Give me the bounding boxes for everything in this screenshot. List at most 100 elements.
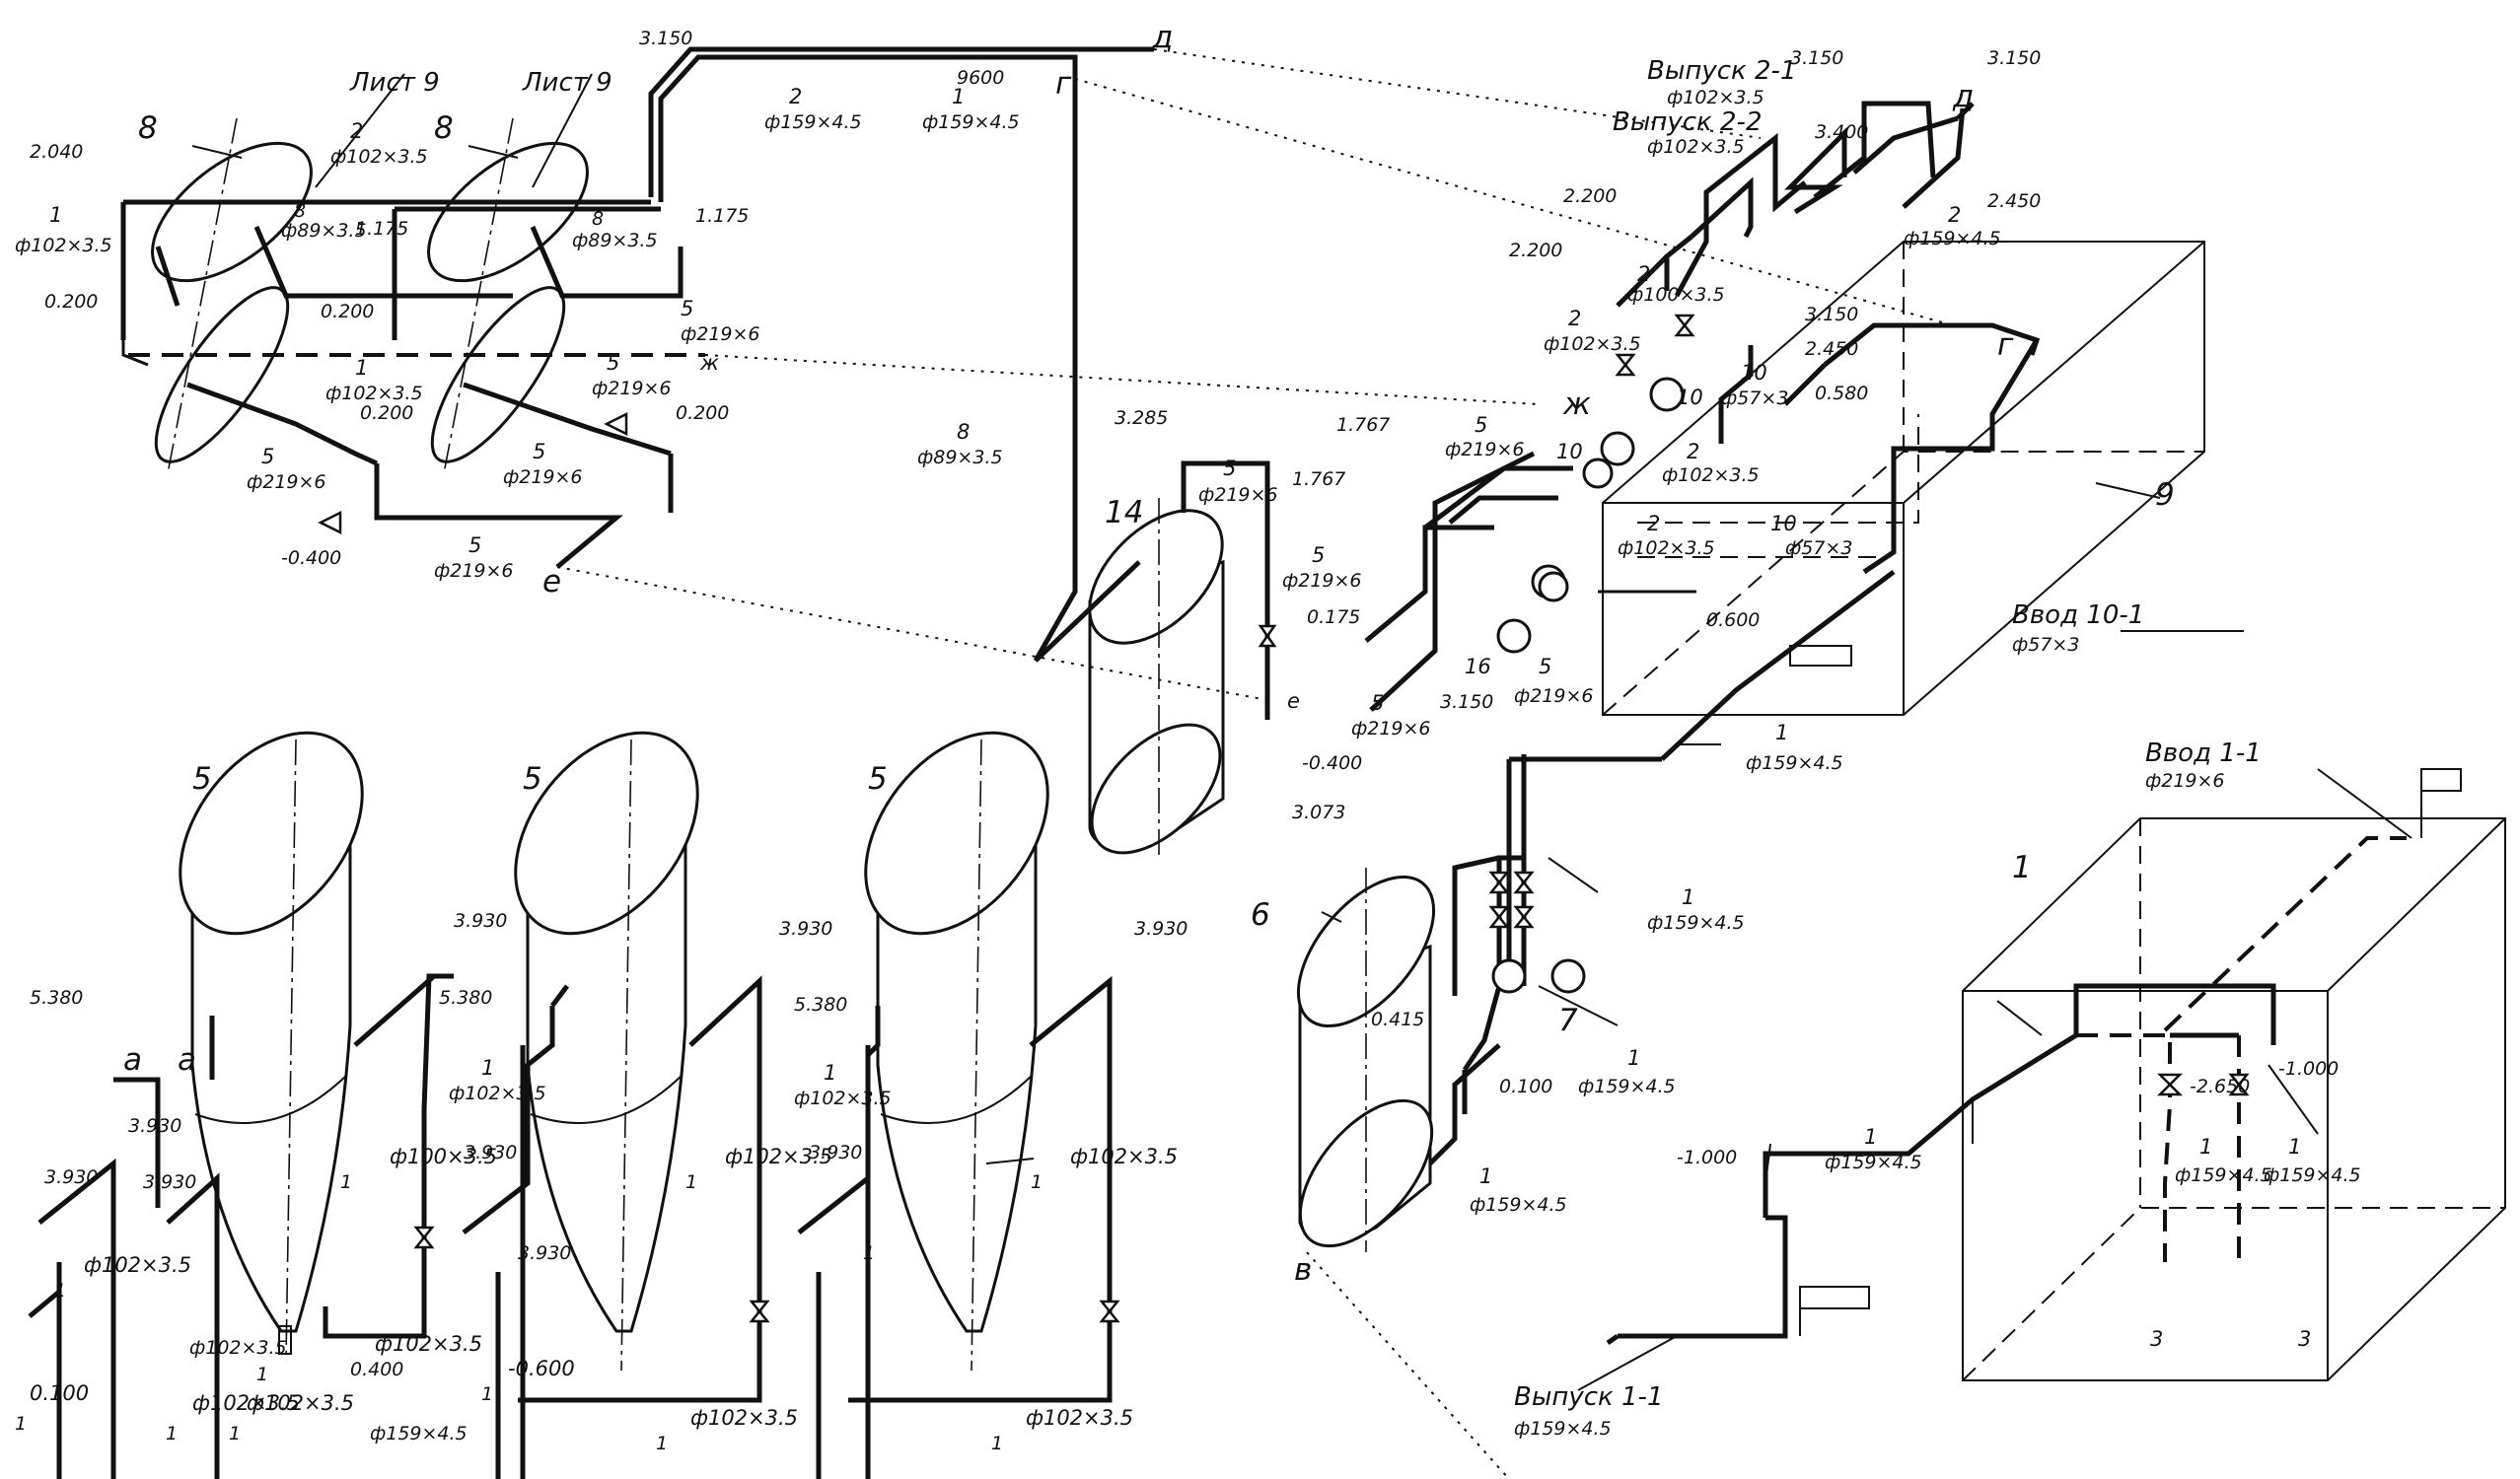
label: ф57×3 <box>1721 387 1788 409</box>
label: ф159×4.5 <box>1578 1076 1676 1097</box>
label: ф89×3.5 <box>917 447 1003 468</box>
label: ж <box>1562 387 1591 422</box>
label: 5.380 <box>439 987 492 1009</box>
label: ф159×4.5 <box>2264 1164 2361 1186</box>
label: -0.600 <box>508 1357 575 1380</box>
label: ф102×3.5 <box>189 1337 287 1359</box>
label: 3.150 <box>1440 691 1493 713</box>
label: -2.650 <box>2190 1076 2250 1097</box>
label: 3.930 <box>518 1242 571 1264</box>
label: е <box>1287 689 1300 713</box>
label: 1 <box>991 1433 1003 1454</box>
label: ф219×6 <box>1198 484 1278 506</box>
label: ф219×6 <box>1514 685 1594 707</box>
label: -0.400 <box>281 547 341 569</box>
label: -1.000 <box>2278 1058 2339 1080</box>
label: ф102×3.5 <box>1070 1145 1178 1168</box>
label: 2 <box>350 119 363 143</box>
vessel-14 <box>1088 498 1225 858</box>
label: Выпуск 2-1 <box>1647 56 1796 86</box>
room-box-1 <box>1962 817 2506 1381</box>
label: ф102×3.5 <box>1026 1406 1133 1430</box>
label: 0.200 <box>360 402 413 424</box>
label: 0.200 <box>44 291 98 313</box>
label: 1 <box>2012 850 2032 885</box>
label: 0.200 <box>321 301 374 322</box>
label: а <box>123 1042 142 1078</box>
label: Лист 9 <box>349 68 440 98</box>
label: 1 <box>952 85 965 108</box>
label: ф219×6 <box>1445 439 1525 460</box>
label: 8 <box>294 200 306 222</box>
label: 0.600 <box>1706 609 1760 631</box>
label: 2 <box>1637 262 1650 286</box>
label: 3.930 <box>143 1171 196 1193</box>
label: 2.200 <box>1563 185 1617 207</box>
label: ф159×4.5 <box>1647 912 1745 934</box>
label: ф159×4.5 <box>1825 1152 1922 1173</box>
label: 0.580 <box>1815 383 1868 404</box>
label: 0.400 <box>350 1359 403 1380</box>
label: 9600 <box>957 67 1004 89</box>
label: 5 <box>1539 655 1551 678</box>
label: 6 <box>1251 897 1270 933</box>
label: 1 <box>1775 721 1788 744</box>
label: 1.175 <box>355 218 408 240</box>
label: 5 <box>192 761 212 797</box>
label: ф102×3.5 <box>330 146 428 168</box>
label: 5 <box>607 351 619 375</box>
vessels <box>151 117 1436 1372</box>
label: 5 <box>533 440 545 463</box>
label: 2.200 <box>1509 240 1562 261</box>
label: ф102×3.5 <box>1544 333 1641 355</box>
label: 2 <box>1647 512 1660 535</box>
label: 3.930 <box>464 1142 517 1163</box>
label: 1 <box>1627 1046 1640 1070</box>
label: 1 <box>54 1280 66 1302</box>
label: 5 <box>1223 457 1236 480</box>
label: ф102×3.5 <box>192 1391 300 1415</box>
label: ф159×4.5 <box>1746 752 1843 774</box>
label: ф219×6 <box>1282 570 1362 592</box>
label: 9 <box>2155 477 2175 513</box>
label: ф159×4.5 <box>1470 1194 1567 1216</box>
vessel-8-right <box>427 117 589 474</box>
vessel-8-left <box>151 117 313 474</box>
vessel-5-2 <box>514 731 699 1372</box>
label: ф57×3 <box>1785 537 1852 559</box>
label: ф89×3.5 <box>572 230 658 251</box>
valves <box>318 314 2250 1323</box>
label: ф219×6 <box>592 378 672 399</box>
link-lines <box>556 48 1954 1479</box>
label: ж <box>699 351 719 375</box>
label: 3.930 <box>44 1166 98 1188</box>
label: 7 <box>1558 1003 1578 1038</box>
label: ф102×3.5 <box>725 1145 832 1168</box>
label: в <box>1294 1252 1312 1288</box>
label: 3.400 <box>1815 121 1868 143</box>
label: 2 <box>1687 440 1699 463</box>
label: 1 <box>481 1383 493 1405</box>
label: 1.175 <box>695 205 749 227</box>
label: ф159×4.5 <box>2175 1164 2272 1186</box>
label: 8 <box>138 110 158 146</box>
label: -1.000 <box>1677 1147 1737 1168</box>
label: ф100×3.5 <box>1627 284 1725 306</box>
label: 10 <box>1556 440 1583 463</box>
label: 8 <box>434 110 454 146</box>
label: ф219×6 <box>2145 770 2225 792</box>
label: ф102×3.5 <box>1662 464 1760 486</box>
label: ф102×3.5 <box>375 1332 482 1356</box>
label: 10 <box>1741 361 1767 385</box>
label: 1 <box>2288 1135 2301 1159</box>
label: 2 <box>789 85 802 108</box>
label: ф102×3.5 <box>449 1083 546 1104</box>
label: 3.073 <box>1292 802 1345 823</box>
label: 1 <box>166 1423 178 1444</box>
label: 5.380 <box>30 987 83 1009</box>
label: ф100×3.5 <box>390 1145 497 1168</box>
label: 5 <box>468 533 481 557</box>
label: Выпуск 1-1 <box>1514 1382 1663 1412</box>
label: 1 <box>1864 1125 1877 1149</box>
label: 3.930 <box>779 918 832 940</box>
